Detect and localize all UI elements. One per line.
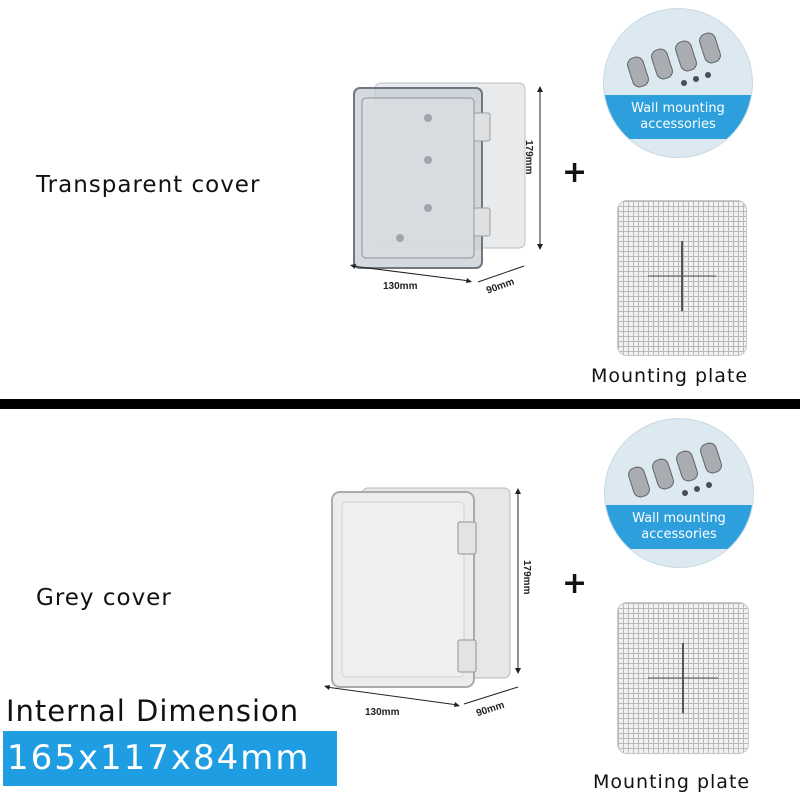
- plate-center-mark-icon: [648, 643, 718, 713]
- plus-icon-top: +: [562, 155, 588, 190]
- width-dimension-top: 130mm: [383, 281, 418, 292]
- internal-dimension-value: 165x117x84mm: [7, 738, 311, 778]
- internal-dimension-title: Internal Dimension: [6, 694, 300, 728]
- plus-icon-bottom: +: [562, 566, 588, 601]
- section-divider: [0, 399, 800, 409]
- mounting-plate-image-bottom: [617, 602, 749, 754]
- height-dimension-top: 179mm: [523, 140, 534, 175]
- grey-enclosure-image: [324, 487, 521, 707]
- mounting-plate-image-top: [617, 200, 747, 356]
- wall-mounting-accessories-image-bottom: Wall mounting accessories: [604, 418, 754, 568]
- height-dimension-bottom: 179mm: [521, 560, 532, 595]
- width-dimension-bottom: 130mm: [365, 707, 400, 718]
- internal-dimension-box: [3, 731, 337, 786]
- mounting-plate-label-bottom: Mounting plate: [593, 771, 751, 793]
- wall-mounting-accessories-image-top: Wall mounting accessories: [603, 8, 753, 158]
- mounting-plate-label-top: Mounting plate: [591, 365, 749, 387]
- mounting-brackets-icon: [627, 32, 721, 88]
- accessories-badge-bottom: Wall mounting accessories: [605, 505, 753, 549]
- transparent-enclosure-image: [350, 82, 543, 283]
- transparent-cover-label: Transparent cover: [36, 172, 261, 198]
- grey-cover-label: Grey cover: [36, 585, 172, 611]
- mounting-brackets-icon: [628, 442, 722, 498]
- accessories-badge-top: Wall mounting accessories: [604, 95, 752, 139]
- plate-center-mark-icon: [648, 241, 716, 311]
